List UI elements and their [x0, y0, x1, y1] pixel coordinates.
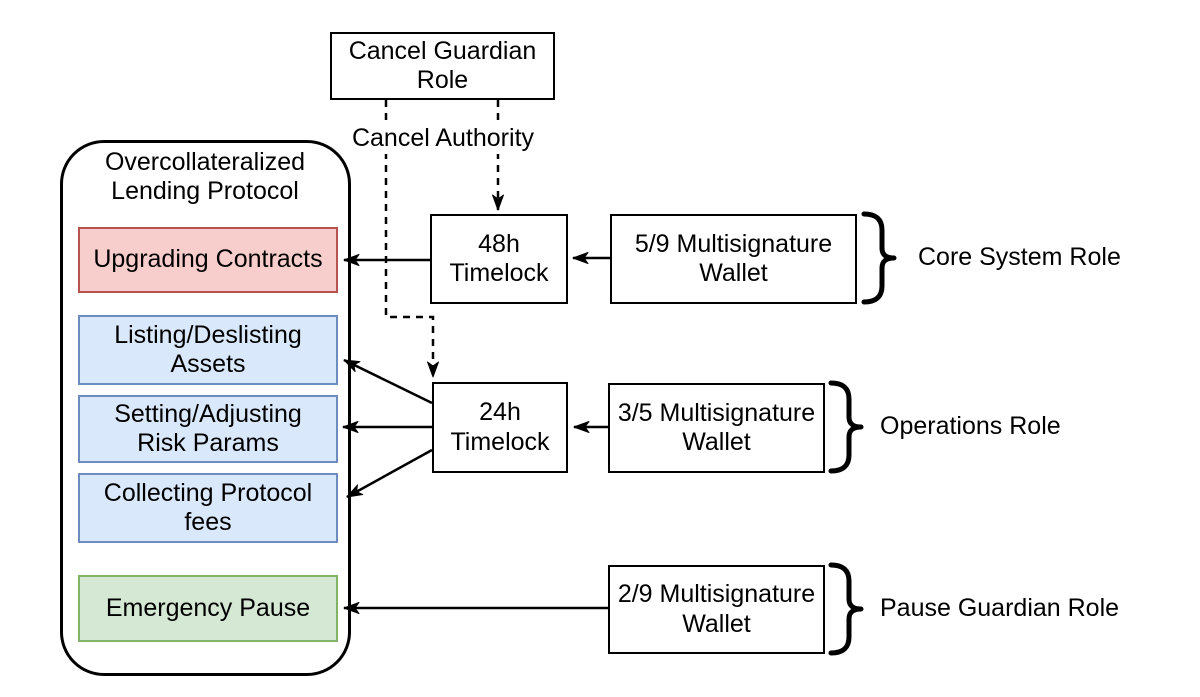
timelock-24h-box: 24h Timelock — [432, 382, 568, 473]
brace-icon-operations — [828, 380, 864, 474]
arrow-timelock24-to-protocol-fees — [346, 448, 433, 499]
brace-icon-core-system — [861, 211, 897, 305]
listing-delisting-assets-box: Listing/Deslisting Assets — [78, 315, 338, 385]
protocol-container-title: Overcollateralized Lending Protocol — [104, 147, 306, 205]
collecting-protocol-fees-box: Collecting Protocol fees — [78, 473, 338, 543]
emergency-pause-box: Emergency Pause — [78, 575, 338, 642]
multisig-5-9-wallet-box: 5/9 Multisignature Wallet — [610, 214, 857, 304]
timelock-48h-box: 48h Timelock — [430, 214, 568, 304]
multisig-3-5-wallet-box: 3/5 Multisignature Wallet — [608, 383, 825, 473]
pause-guardian-role-label: Pause Guardian Role — [880, 594, 1120, 622]
cancel-guardian-role-box: Cancel Guardian Role — [330, 32, 555, 100]
arrow-timelock24-to-listing-assets — [343, 358, 433, 405]
core-system-role-label: Core System Role — [918, 243, 1121, 271]
setting-adjusting-risk-params-box: Setting/Adjusting Risk Params — [78, 395, 338, 463]
operations-role-label: Operations Role — [880, 412, 1061, 440]
cancel-authority-label: Cancel Authority — [343, 124, 543, 154]
upgrading-contracts-box: Upgrading Contracts — [78, 227, 338, 293]
multisig-2-9-wallet-box: 2/9 Multisignature Wallet — [608, 565, 825, 654]
brace-icon-pause-guardian — [828, 562, 864, 656]
